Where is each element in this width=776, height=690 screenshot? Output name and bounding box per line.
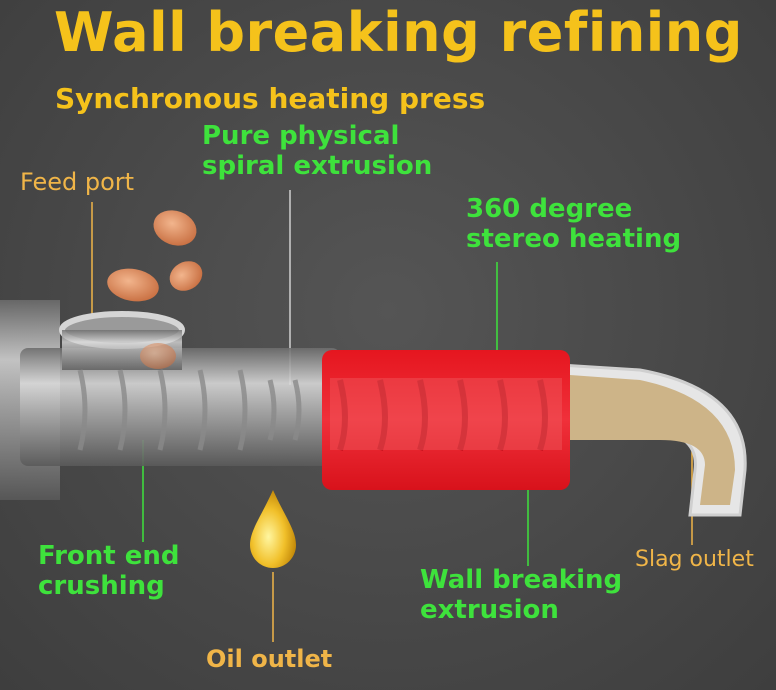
oil-drop-icon xyxy=(250,490,296,568)
extrusion-label: Wall breaking extrusion xyxy=(420,565,623,626)
spiral-label-line2: spiral extrusion xyxy=(202,150,433,181)
oil-outlet-label: Oil outlet xyxy=(206,645,333,673)
heated-screw xyxy=(337,379,548,451)
crushing-label-line2: crushing xyxy=(38,570,165,601)
crushing-label: Front end crushing xyxy=(38,541,180,602)
extrusion-label-line1: Wall breaking xyxy=(420,565,623,595)
screw-threads xyxy=(77,369,302,451)
crushing-label-line1: Front end xyxy=(38,541,180,571)
slag xyxy=(570,375,735,505)
subtitle: Synchronous heating press xyxy=(55,82,486,115)
extrusion-label-line2: extrusion xyxy=(420,594,559,625)
peanuts xyxy=(107,210,203,369)
heating-label: 360 degree stereo heating xyxy=(466,194,682,255)
heating-label-line2: stereo heating xyxy=(466,223,682,254)
barrel xyxy=(20,348,340,466)
heating-label-line1: 360 degree xyxy=(466,194,633,224)
feed-port-label: Feed port xyxy=(20,168,135,196)
spiral-label-line1: Pure physical xyxy=(202,121,400,151)
slag-outlet-label: Slag outlet xyxy=(635,547,754,572)
page-title: Wall breaking refining xyxy=(54,1,743,64)
spiral-label: Pure physical spiral extrusion xyxy=(202,121,433,182)
